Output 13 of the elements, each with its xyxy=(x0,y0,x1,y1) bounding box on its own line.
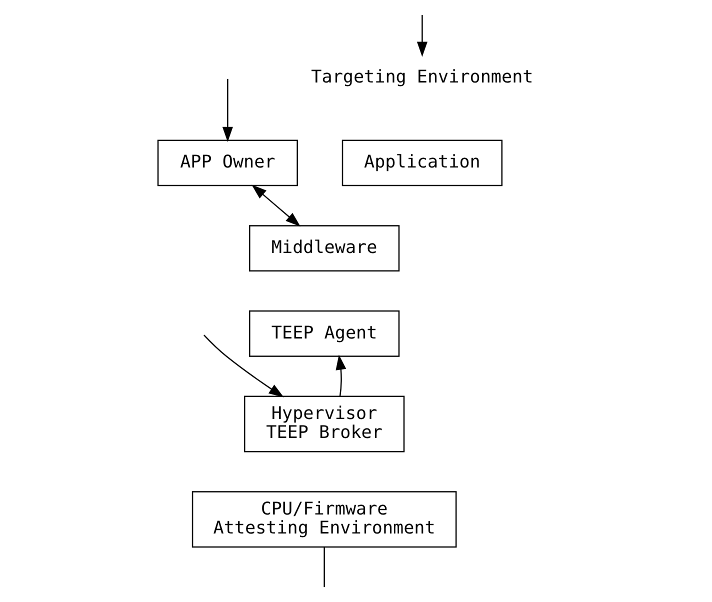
node-box: CPU/Firmware Attesting Environment xyxy=(192,491,457,548)
arrow xyxy=(222,78,233,142)
node-box: APP Owner xyxy=(157,140,298,186)
connector xyxy=(324,547,325,588)
node-box: Hypervisor TEEP Broker xyxy=(244,396,405,452)
arrow xyxy=(252,184,301,227)
arrow xyxy=(336,354,346,396)
node-text: Targeting Environment xyxy=(311,67,534,88)
node-box: Application xyxy=(342,140,503,186)
arrow xyxy=(204,334,284,398)
node-box: Middleware xyxy=(249,225,400,272)
node-box: TEEP Agent xyxy=(249,310,400,357)
arrow xyxy=(416,15,428,57)
